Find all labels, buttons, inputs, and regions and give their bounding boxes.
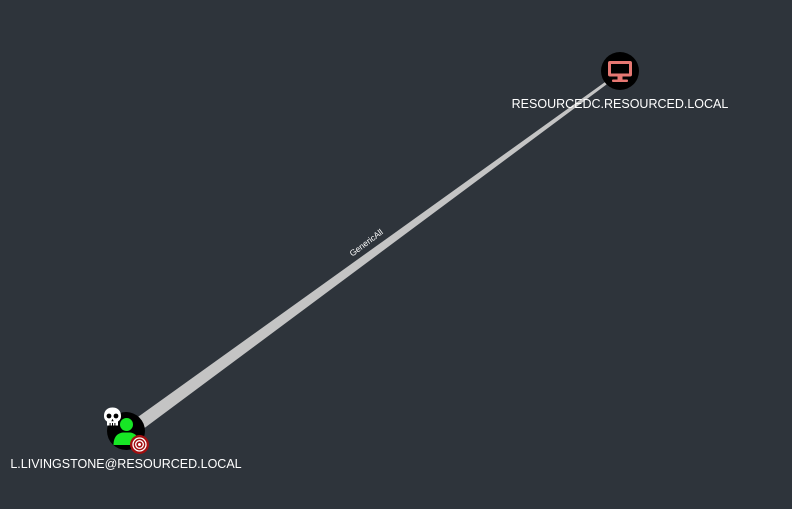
high-value-target-icon [130,435,149,454]
edge-line [136,81,609,428]
user-node-label: L.LIVINGSTONE@RESOURCED.LOCAL [10,457,241,471]
owned-skull-icon [104,407,121,426]
computer-node[interactable]: RESOURCEDC.RESOURCED.LOCAL [512,52,729,111]
computer-node-label: RESOURCEDC.RESOURCED.LOCAL [512,97,729,111]
edge-genericall[interactable]: GenericAll [136,81,609,428]
user-node[interactable]: L.LIVINGSTONE@RESOURCED.LOCAL [10,407,242,472]
computer-icon [608,61,632,82]
